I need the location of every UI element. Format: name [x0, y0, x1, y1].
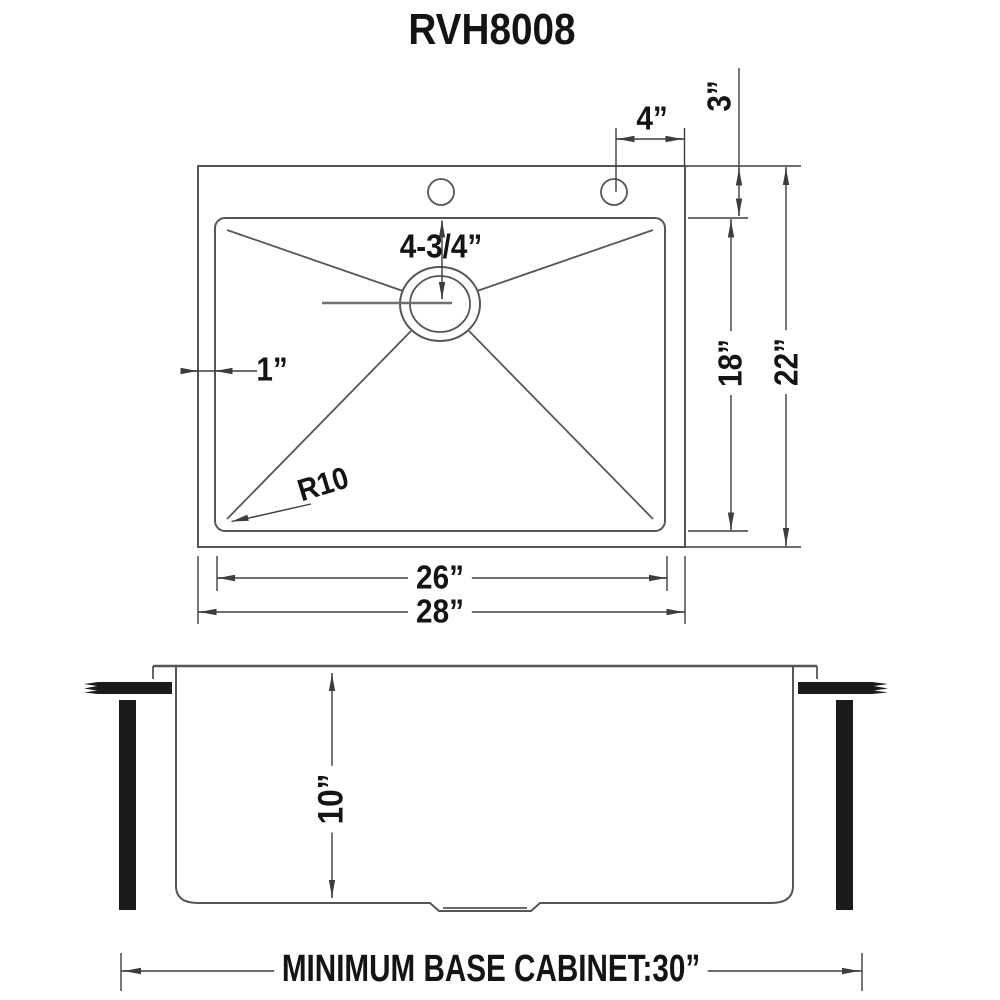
countertop-right [798, 682, 888, 694]
top-view-dimensions [180, 68, 801, 624]
slope-line-top-left [226, 229, 404, 292]
top-view [197, 165, 686, 548]
dim-overall-width-label: 28” [407, 592, 473, 630]
countertop-left [84, 682, 172, 694]
slope-line-bottom-right [468, 330, 654, 520]
dim-bowl-depth-label: 18” [711, 330, 749, 396]
side-view-dimensions [120, 673, 863, 991]
dim-deck-depth-label: 3” [700, 80, 738, 112]
cabinet-wall-left [119, 700, 136, 910]
dim-overall-depth-label: 22” [767, 329, 805, 395]
dim-rim-width-label: 1” [256, 350, 288, 388]
arrowhead [231, 514, 249, 523]
dim-hole-offset-label: 4” [636, 99, 668, 137]
slope-line-top-right [476, 229, 654, 292]
side-view [84, 664, 888, 912]
leader-line-corner-radius [239, 503, 312, 521]
page-title: RVH8008 [408, 5, 576, 54]
faucet-hole-center [427, 178, 455, 206]
dim-drain-offset-label: 4-3/4” [399, 227, 483, 265]
slope-line-bottom-left [226, 330, 412, 520]
sink-bowl-edge [214, 217, 666, 532]
dim-bowl-width-label: 26” [407, 558, 473, 596]
faucet-hole-right [600, 178, 628, 206]
cabinet-wall-right [836, 700, 853, 910]
bowl-body-profile [175, 666, 794, 912]
dim-bowl-height-label: 10” [311, 765, 351, 833]
base-cabinet-label: MINIMUM BASE CABINET:30” [274, 948, 708, 990]
sink-outer-edge [197, 165, 686, 548]
